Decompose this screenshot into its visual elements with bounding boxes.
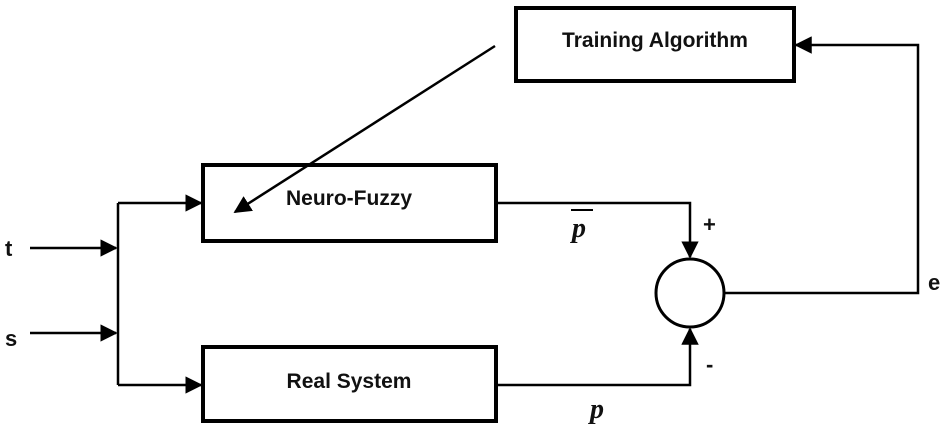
training-algorithm-label: Training Algorithm [562,29,748,52]
minus-sign: - [706,352,713,377]
neuro-fuzzy-label: Neuro-Fuzzy [286,187,412,210]
error-e-label: e [928,270,940,295]
plus-sign: + [703,212,716,237]
error-feedback-arrow [724,36,920,295]
p-label: p [588,394,604,425]
svg-text:p: p [570,213,586,244]
real-system-block: Real System [201,345,498,423]
input-s-label: s [5,326,17,351]
neuro-fuzzy-output-arrow [496,201,699,259]
real-system-label: Real System [287,370,412,393]
summing-junction [654,257,726,329]
training-adjust-arrow [233,44,496,214]
p-bar-label: p [570,209,593,244]
training-algorithm-block: Training Algorithm [514,6,796,83]
input-t-label: t [5,236,13,261]
real-system-output-arrow [496,327,699,387]
